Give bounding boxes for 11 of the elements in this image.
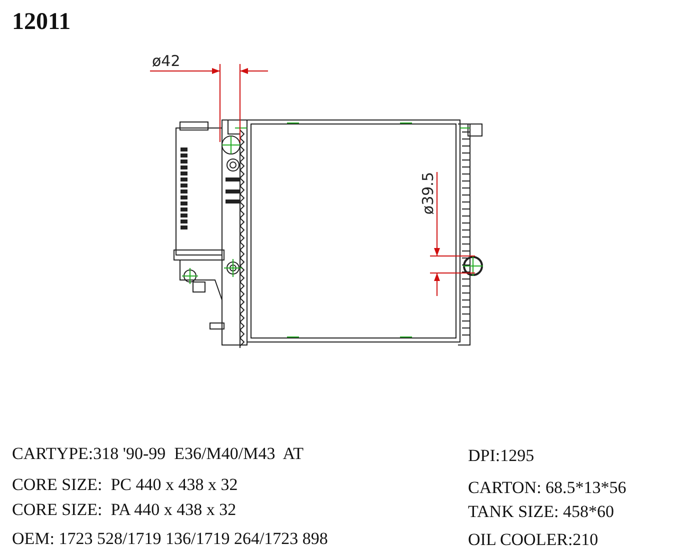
part-number: 12011 [12, 8, 71, 36]
dimension-label: ø39.5 [420, 172, 436, 215]
spec-text: OIL COOLER:210 [468, 530, 598, 550]
spec-text: OEM: 1723 528/1719 136/1719 264/1723 898 [12, 529, 328, 549]
spec-text: CORE SIZE: PC 440 x 438 x 32 [12, 475, 238, 495]
spec-text: CARTYPE:318 '90-99 E36/M40/M43 AT [12, 444, 304, 464]
spec-text: CARTON: 68.5*13*56 [468, 478, 626, 498]
dimension-label: ø42 [152, 53, 180, 69]
spec-text: TANK SIZE: 458*60 [468, 502, 614, 522]
spec-text: CORE SIZE: PA 440 x 438 x 32 [12, 500, 236, 520]
spec-text: DPI:1295 [468, 446, 534, 466]
